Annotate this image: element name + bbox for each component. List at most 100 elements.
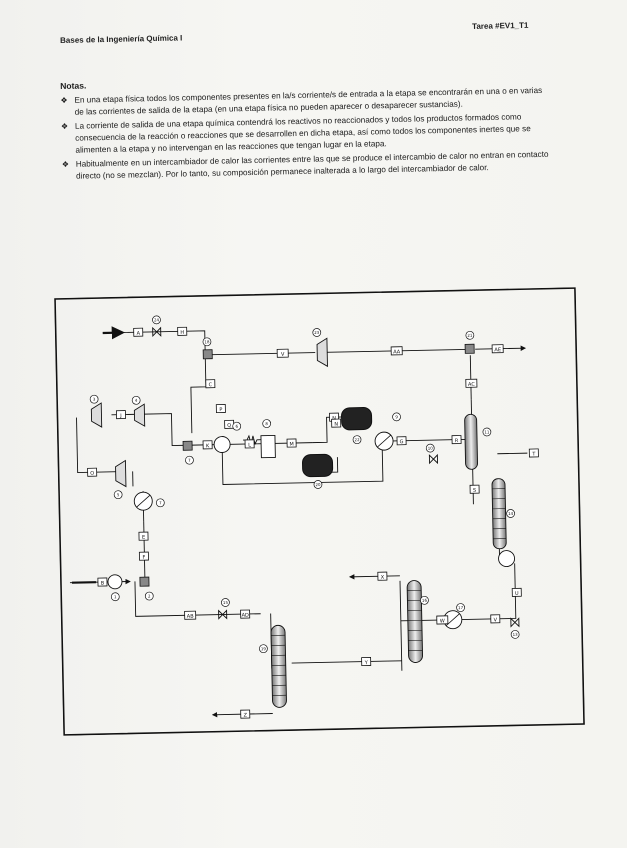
feed-arrows <box>71 326 125 584</box>
note-text: La corriente de salida de una etapa quím… <box>74 112 531 155</box>
svg-text:Z: Z <box>244 713 248 719</box>
compressor-3 <box>90 402 103 428</box>
svg-text:19: 19 <box>261 646 267 651</box>
svg-text:24: 24 <box>154 317 160 322</box>
unit-circles <box>89 315 520 654</box>
svg-text:10: 10 <box>428 446 434 451</box>
svg-text:11: 11 <box>484 429 490 434</box>
exchanger-12 <box>498 550 516 568</box>
svg-text:V: V <box>494 617 498 623</box>
svg-text:7: 7 <box>188 458 191 463</box>
svg-text:18: 18 <box>204 339 210 344</box>
svg-text:H: H <box>180 330 184 336</box>
svg-text:J: J <box>119 413 122 419</box>
svg-text:21: 21 <box>467 333 473 338</box>
column-trays <box>271 488 507 696</box>
svg-text:3: 3 <box>93 397 96 402</box>
svg-text:N: N <box>332 416 336 422</box>
svg-text:7: 7 <box>159 500 162 505</box>
svg-text:M: M <box>289 442 293 448</box>
svg-text:G: G <box>400 439 404 445</box>
vessel-8 <box>260 434 276 459</box>
bullet-icon: ❖ <box>60 121 69 131</box>
mixers <box>139 343 475 587</box>
valve-24 <box>152 326 162 338</box>
svg-text:A: A <box>136 331 140 337</box>
splitter-21 <box>464 343 475 354</box>
mixer-2b <box>139 576 150 587</box>
task-code: Tarea #EV1_T1 <box>472 20 529 31</box>
svg-text:B: B <box>101 581 105 587</box>
svg-text:W: W <box>440 618 445 624</box>
column-19 <box>270 624 287 708</box>
compressor-4 <box>133 403 146 427</box>
svg-text:6: 6 <box>235 424 238 429</box>
svg-text:U: U <box>515 591 519 597</box>
exchanger-6 <box>213 436 231 453</box>
svg-text:AC: AC <box>468 382 475 388</box>
svg-text:Q: Q <box>227 423 231 429</box>
svg-text:T: T <box>531 451 536 457</box>
stream-lines <box>69 330 528 718</box>
svg-text:AE: AE <box>494 347 501 353</box>
svg-text:2: 2 <box>148 594 151 599</box>
stream-letters: A H V AA AE AC C J O E F B K L M N G R S… <box>90 330 536 719</box>
svg-text:K: K <box>206 443 210 449</box>
stream-boxes <box>87 326 539 719</box>
svg-text:23: 23 <box>314 330 320 335</box>
svg-text:17: 17 <box>458 605 464 610</box>
valve-13 <box>510 617 520 628</box>
svg-text:9: 9 <box>395 414 398 419</box>
svg-text:AB: AB <box>187 614 195 620</box>
svg-text:1: 1 <box>114 594 117 599</box>
compressor-5 <box>115 459 127 488</box>
reactor-shapes <box>302 407 373 478</box>
compressor-23 <box>316 337 328 368</box>
reactor-22 <box>341 407 373 431</box>
diagram-frame <box>54 287 585 736</box>
svg-text:20: 20 <box>315 482 321 487</box>
flowsheet-svg: A H V AA AE AC C J O E F B K L M N G R S… <box>54 287 585 736</box>
svg-text:22: 22 <box>354 437 360 442</box>
reactor-20 <box>302 453 334 478</box>
valve-15 <box>218 609 228 620</box>
course-title: Bases de la Ingeniería Química I <box>60 33 183 45</box>
svg-text:4: 4 <box>135 398 138 403</box>
valve-10 <box>428 453 439 465</box>
svg-text:O: O <box>90 471 94 477</box>
valves <box>152 326 520 628</box>
svg-text:F: F <box>142 555 145 561</box>
bullet-icon: ❖ <box>60 95 68 105</box>
column-14 <box>491 478 507 550</box>
svg-text:5: 5 <box>117 492 120 497</box>
svg-text:R: R <box>455 438 459 444</box>
process-flow-diagram: A H V AA AE AC C J O E F B K L M N G R S… <box>54 287 585 736</box>
svg-text:Y: Y <box>364 660 369 666</box>
compressor-shapes <box>90 337 328 488</box>
svg-text:P: P <box>219 407 222 413</box>
svg-text:AD: AD <box>241 612 249 618</box>
svg-text:8: 8 <box>265 421 268 426</box>
svg-text:N: N <box>334 422 338 428</box>
column-11 <box>464 413 479 470</box>
svg-text:C: C <box>209 382 213 388</box>
svg-text:V: V <box>281 352 285 358</box>
svg-text:13: 13 <box>513 632 519 637</box>
columns <box>270 413 507 708</box>
column-16 <box>406 580 424 663</box>
svg-text:15: 15 <box>223 600 229 605</box>
unit-numbers: 24 18 23 21 3 4 5 7 7 6 8 22 20 9 10 11 … <box>93 317 519 651</box>
bullet-icon: ❖ <box>61 159 70 169</box>
svg-text:E: E <box>142 535 145 541</box>
mixer-2 <box>182 440 193 451</box>
svg-text:L: L <box>248 442 251 448</box>
svg-text:AA: AA <box>393 349 401 355</box>
notes-section: Notas. ❖ En una etapa física todos los c… <box>60 70 552 185</box>
pump-1 <box>107 574 123 590</box>
svg-text:14: 14 <box>508 511 514 516</box>
svg-text:16: 16 <box>422 598 428 603</box>
mixer-18 <box>202 349 213 360</box>
svg-text:X: X <box>381 575 385 581</box>
svg-text:S: S <box>473 488 476 494</box>
